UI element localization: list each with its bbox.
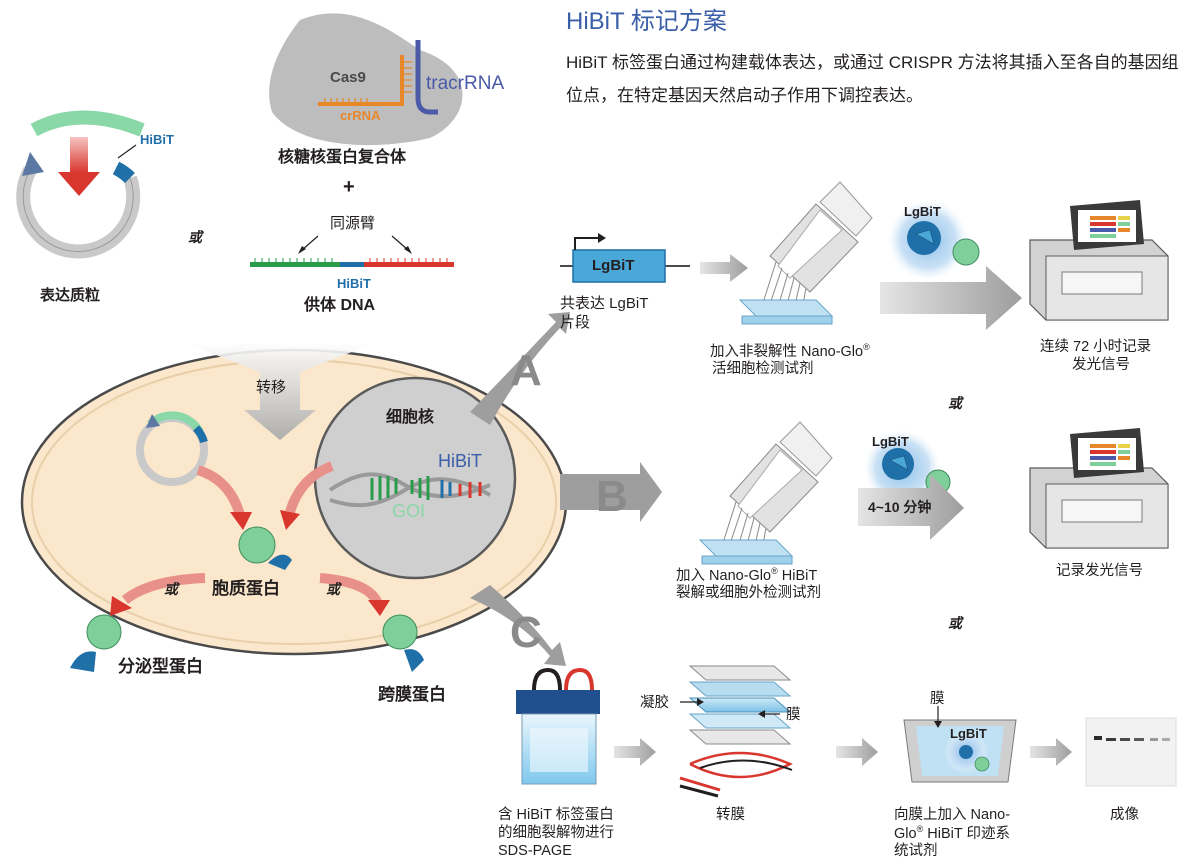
description: HiBiT 标签蛋白通过构建载体表达，或通过 CRISPR 方法将其插入至各自的… <box>566 53 1179 105</box>
readout-a-line1: 连续 72 小时记录 <box>1040 339 1152 355</box>
cytoplasmic-protein-label: 胞质蛋白 <box>212 579 280 598</box>
blot-line2: Glo® HiBiT 印迹系 <box>894 824 1010 842</box>
page-title: HiBiT 标记方案 <box>566 8 727 35</box>
membrane-label: 膜 <box>786 707 801 723</box>
or-label-top: 或 <box>188 229 202 245</box>
sds-line2: 的细胞裂解物进行 <box>498 825 614 841</box>
plasmid-label: 表达质粒 <box>40 287 101 304</box>
reagent-b-line1: 加入 Nano-Glo® HiBiT <box>676 566 818 584</box>
gel-label: 凝胶 <box>640 695 669 711</box>
secreted-protein <box>70 614 122 672</box>
plus-sign: + <box>343 176 355 198</box>
route-a-letter: A <box>510 346 542 395</box>
lgbit-label-a: LgBiT <box>904 204 941 219</box>
homology-arm-label: 同源臂 <box>330 215 376 232</box>
hibit-label-plasmid: HiBiT <box>140 132 174 147</box>
goi-label: GOI <box>58 94 82 109</box>
cell-plasmid <box>136 411 208 486</box>
rnp-complex <box>269 13 463 146</box>
membrane-protein <box>382 614 424 672</box>
lgbit-label-c: LgBiT <box>950 726 987 741</box>
route-c-arrow <box>470 585 566 666</box>
route-a-arrow <box>470 312 570 425</box>
expression-plasmid <box>16 110 145 259</box>
nucleus <box>313 376 517 580</box>
rnp-label: 核糖核蛋白复合体 <box>278 149 407 166</box>
readout-a-line2: 发光信号 <box>1072 357 1130 373</box>
donor-hibit-label: HiBiT <box>337 276 371 291</box>
imaging-blot <box>1085 717 1177 787</box>
route-b-arrow <box>560 462 662 522</box>
or-label-cell-left: 或 <box>164 581 178 597</box>
blot-line3: 统试剂 <box>894 843 938 859</box>
pipette-a <box>738 181 873 325</box>
membrane-top-label: 膜 <box>930 691 945 707</box>
insertion-red-arrow <box>58 137 100 196</box>
imaging-label: 成像 <box>1110 807 1139 823</box>
readout-b-label: 记录发光信号 <box>1056 563 1143 579</box>
nucleus-hibit-label: HiBiT <box>438 451 482 471</box>
nucleus-label: 细胞核 <box>386 409 435 426</box>
lgbit-construct <box>560 233 690 283</box>
reagent-a-line2: 活细胞检测试剂 <box>712 361 814 377</box>
membrane-tray <box>903 719 1017 783</box>
time-label: 4~10 分钟 <box>868 499 932 515</box>
lgbit-label-b: LgBiT <box>872 434 909 449</box>
reagent-b-line2: 裂解或细胞外检测试剂 <box>676 585 821 601</box>
transfer-stack <box>679 665 793 798</box>
plate-reader-b <box>1029 428 1169 549</box>
crrna-label: crRNA <box>340 108 381 123</box>
cytoplasmic-protein <box>238 526 292 570</box>
blot-line1: 向膜上加入 Nano- <box>894 807 1011 823</box>
route-b-letter: B <box>596 472 628 521</box>
nucleus-goi-label: GOI <box>392 501 426 521</box>
coexpress-label: 共表达 LgBiT <box>560 295 649 312</box>
fragment-label: 片段 <box>560 314 591 331</box>
sds-line3: SDS-PAGE <box>498 843 572 859</box>
transfer-label: 转移 <box>256 379 287 396</box>
or-label-ab: 或 <box>948 395 962 411</box>
plate-reader-a <box>1029 200 1169 321</box>
donor-dna <box>250 235 454 267</box>
donor-dna-label: 供体 DNA <box>304 297 376 314</box>
tracrrna-label: tracrRNA <box>426 73 505 94</box>
gel-tank <box>516 667 600 785</box>
route-c-letter: C <box>510 608 542 657</box>
transfer-arrow <box>190 342 370 440</box>
lgbit-box-label: LgBiT <box>592 257 635 274</box>
transfer-membrane-label: 转膜 <box>716 807 745 823</box>
or-label-cell-right: 或 <box>326 581 340 597</box>
pipette-b <box>698 421 833 565</box>
sds-line1: 含 HiBiT 标签蛋白 <box>498 807 614 823</box>
membrane-protein-label: 跨膜蛋白 <box>378 685 446 704</box>
or-label-bc: 或 <box>948 615 962 631</box>
reagent-a-line1: 加入非裂解性 Nano-Glo® <box>710 342 870 360</box>
lgbit-binding-a <box>888 200 980 280</box>
secreted-protein-label: 分泌型蛋白 <box>118 657 203 676</box>
cas9-label: Cas9 <box>330 69 366 86</box>
